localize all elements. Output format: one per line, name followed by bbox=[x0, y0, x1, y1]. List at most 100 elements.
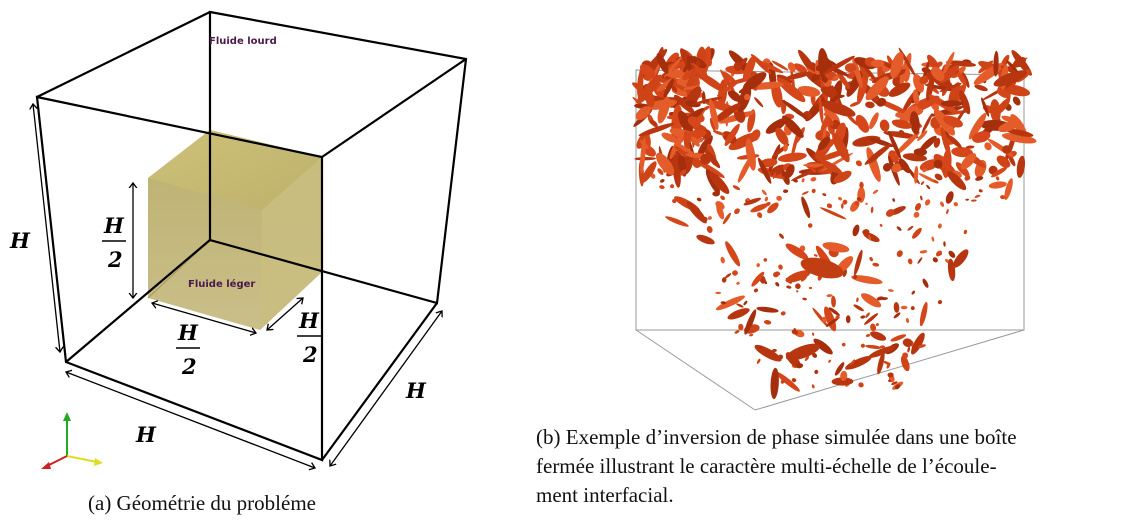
dimension-arrows bbox=[33, 104, 442, 468]
interface-blob bbox=[919, 75, 929, 85]
interface-blob bbox=[767, 202, 779, 214]
interface-blob bbox=[907, 258, 913, 265]
interface-blob bbox=[745, 137, 756, 171]
interface-blob bbox=[907, 225, 914, 231]
interface-blob bbox=[757, 60, 784, 74]
interface-blob bbox=[712, 102, 742, 124]
interface-blob bbox=[845, 315, 851, 324]
interface-blob bbox=[869, 256, 873, 262]
interface-blob bbox=[1012, 96, 1021, 106]
interface-blob bbox=[911, 290, 916, 295]
interface-blob bbox=[797, 85, 821, 97]
interface-blob bbox=[990, 99, 1001, 123]
interface-blob bbox=[786, 285, 792, 289]
interface-blob bbox=[770, 367, 779, 400]
interface-blob bbox=[913, 165, 919, 184]
interface-blob bbox=[861, 293, 882, 308]
interface-blob bbox=[732, 185, 741, 191]
interface-blob bbox=[838, 196, 842, 201]
interface-blob bbox=[926, 184, 931, 190]
caption-b-line-1: (b) Exemple d’inversion de phase simulée… bbox=[536, 425, 1017, 449]
interface-blob bbox=[800, 276, 807, 282]
interface-blob bbox=[891, 381, 898, 386]
interface-blob bbox=[715, 291, 722, 295]
interface-blob bbox=[869, 112, 879, 130]
interface-blob bbox=[829, 119, 834, 127]
interface-blob bbox=[727, 90, 742, 102]
interface-blob bbox=[972, 131, 991, 143]
interface-blob bbox=[919, 135, 937, 152]
caption-b-line-3: ment interfacial. bbox=[536, 483, 674, 507]
interface-blob bbox=[947, 171, 967, 191]
interface-blob bbox=[761, 189, 767, 196]
interface-blob bbox=[991, 167, 1008, 178]
interface-blob bbox=[937, 300, 943, 305]
interface-blob bbox=[822, 242, 850, 253]
interface-blob bbox=[868, 345, 895, 358]
interface-blob bbox=[996, 88, 1009, 99]
interface-blob bbox=[640, 137, 646, 174]
interface-blob bbox=[822, 193, 827, 197]
interface-blob bbox=[785, 270, 811, 283]
interface-blob bbox=[943, 241, 946, 247]
interface-blob bbox=[828, 307, 840, 316]
interface-blob bbox=[657, 168, 664, 175]
interface-blob bbox=[765, 118, 787, 134]
interface-blob bbox=[905, 317, 910, 324]
interface-blob bbox=[858, 382, 864, 388]
interface-blob bbox=[1004, 178, 1013, 200]
interface-blob bbox=[825, 317, 839, 327]
interface-blob bbox=[657, 96, 670, 124]
interface-blob bbox=[1001, 84, 1031, 97]
interface-blob bbox=[742, 55, 756, 81]
fraction-numerator: H bbox=[177, 320, 199, 345]
interface-blob bbox=[812, 352, 818, 358]
interface-blob bbox=[953, 201, 958, 207]
interface-blob bbox=[957, 72, 967, 85]
interface-blob bbox=[940, 201, 945, 207]
interface-blob bbox=[737, 86, 752, 113]
interface-blob bbox=[883, 360, 891, 366]
interface-blob bbox=[970, 199, 977, 202]
interface-blob bbox=[865, 76, 889, 101]
interface-blob bbox=[743, 300, 748, 306]
interface-blob bbox=[856, 197, 862, 202]
interface-blob bbox=[778, 233, 785, 239]
interface-blob bbox=[665, 216, 689, 227]
light-fluid-label: Fluide léger bbox=[188, 278, 255, 290]
interface-blob bbox=[736, 281, 740, 285]
interface-blob bbox=[975, 176, 984, 181]
interface-blob bbox=[875, 323, 879, 327]
interface-blob bbox=[910, 306, 915, 311]
interface-blob bbox=[781, 99, 810, 121]
interface-blob bbox=[763, 258, 768, 262]
interface-blob bbox=[964, 175, 971, 181]
interface-blob bbox=[764, 196, 769, 202]
interface-blob bbox=[876, 296, 884, 301]
interface-blob bbox=[922, 278, 929, 288]
interface-blob bbox=[946, 209, 949, 215]
interface-blob bbox=[936, 250, 942, 257]
phase-inversion-render bbox=[632, 46, 1037, 400]
interface-blob bbox=[800, 257, 844, 279]
interface-blob bbox=[771, 348, 777, 353]
interface-blob bbox=[978, 189, 983, 193]
interface-blob bbox=[855, 114, 870, 133]
interface-blob bbox=[866, 147, 881, 182]
interface-blob bbox=[696, 197, 702, 202]
interface-blob bbox=[931, 236, 935, 242]
interface-blob bbox=[802, 297, 807, 301]
interface-blob bbox=[968, 112, 987, 140]
fraction-denominator: 2 bbox=[302, 342, 318, 367]
interface-blob bbox=[663, 52, 686, 78]
interface-blob bbox=[890, 51, 904, 79]
interface-blob bbox=[947, 134, 962, 148]
interface-blob bbox=[820, 86, 837, 99]
interface-blob bbox=[835, 315, 840, 320]
interface-blob bbox=[744, 309, 757, 335]
fraction-numerator: H bbox=[103, 213, 125, 238]
fraction-right: H 2 bbox=[297, 308, 321, 367]
interface-blob bbox=[683, 129, 707, 141]
interface-blob bbox=[686, 201, 707, 224]
interface-blob bbox=[984, 142, 992, 151]
